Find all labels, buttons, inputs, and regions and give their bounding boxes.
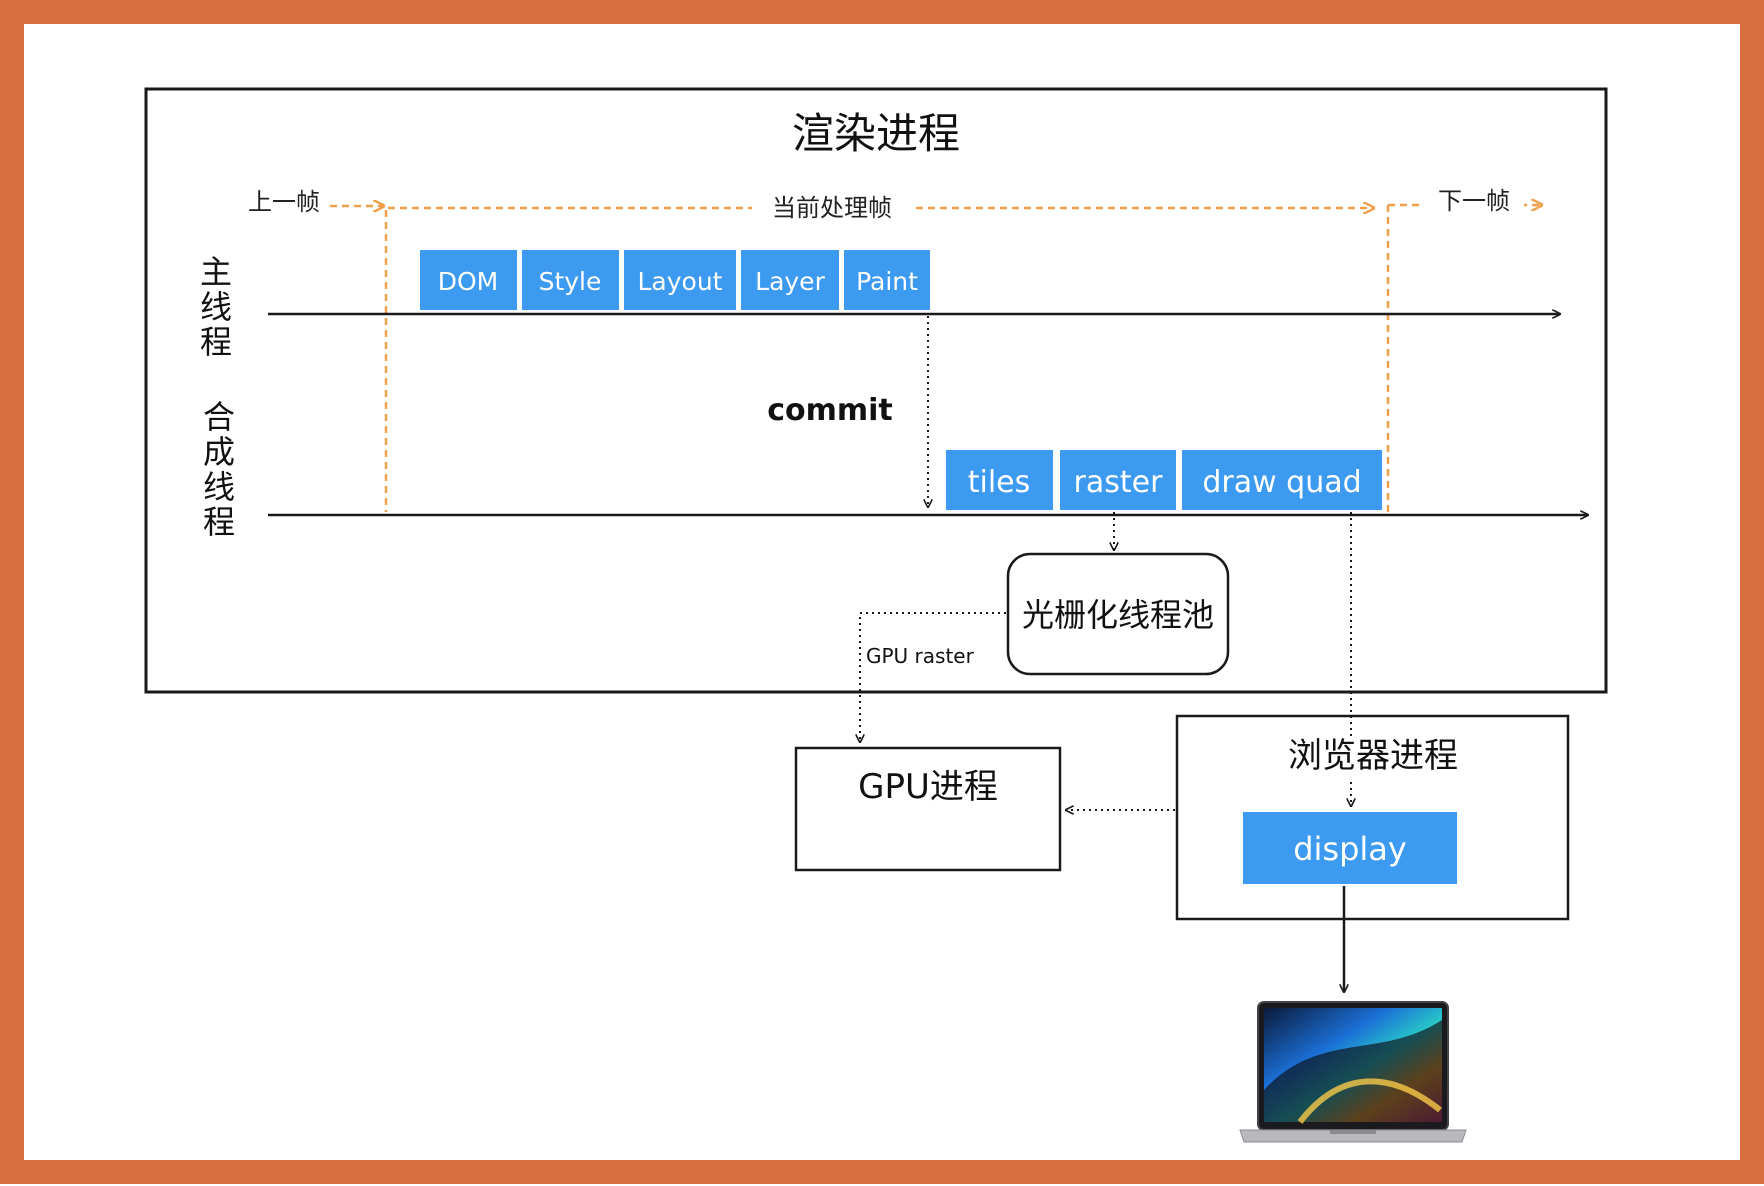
browser-process-title: 浏览器进程 (1288, 736, 1458, 776)
step-dom-box (420, 250, 517, 310)
step-raster-label: raster (1074, 465, 1164, 500)
current-frame-label-bg (752, 190, 912, 224)
step-tiles-label: tiles (968, 465, 1031, 500)
browser-process-box (1175, 714, 1570, 921)
browser-process-title-bg (1278, 738, 1468, 782)
compositor-thread-char-3: 线 (203, 468, 235, 506)
main-thread-char-2: 线 (200, 288, 232, 326)
gpu-raster-arrow (860, 612, 1006, 742)
next-frame-label-bg (1424, 184, 1524, 214)
step-draw-quad-box (1182, 450, 1382, 510)
step-dom-label: DOM (438, 267, 499, 296)
main-thread-label: 主 线 程 (200, 253, 232, 361)
step-layout-label: Layout (638, 267, 723, 296)
compositor-thread-char-4: 程 (203, 503, 235, 541)
render-process-box (144, 87, 1608, 694)
compositor-thread-label: 合 成 线 程 (203, 398, 235, 541)
step-tiles-box (946, 450, 1053, 510)
main-thread-steps: DOM Style Layout Layer Paint (420, 250, 930, 310)
next-frame-label: 下一帧 (1438, 187, 1510, 215)
raster-pool-label: 光栅化线程池 (1022, 596, 1214, 634)
step-layer-box (741, 250, 839, 310)
display-label: display (1293, 830, 1407, 868)
compositor-thread-char-2: 成 (203, 433, 235, 471)
compositor-steps: tiles raster draw quad (946, 450, 1382, 510)
laptop-icon (1239, 1001, 1467, 1143)
step-layer-label: Layer (755, 267, 825, 296)
step-raster-box (1060, 450, 1176, 510)
gpu-process-box (794, 746, 1062, 872)
step-style-label: Style (539, 267, 602, 296)
step-layout-box (624, 250, 736, 310)
main-thread-char-3: 程 (200, 323, 232, 361)
step-paint-box (844, 250, 930, 310)
step-draw-quad-label: draw quad (1202, 465, 1361, 500)
display-box (1243, 812, 1457, 884)
raster-pool-box (1006, 552, 1230, 676)
render-process-title: 渲染进程 (792, 109, 960, 158)
step-paint-label: Paint (856, 267, 918, 296)
gpu-process-title: GPU进程 (858, 767, 998, 807)
step-style-box (522, 250, 619, 310)
gpu-raster-label: GPU raster (866, 644, 975, 668)
main-thread-char-1: 主 (200, 253, 232, 291)
commit-label: commit (767, 393, 893, 428)
current-frame-label: 当前处理帧 (772, 194, 892, 222)
compositor-thread-char-1: 合 (203, 398, 235, 436)
prev-frame-label: 上一帧 (248, 188, 320, 216)
